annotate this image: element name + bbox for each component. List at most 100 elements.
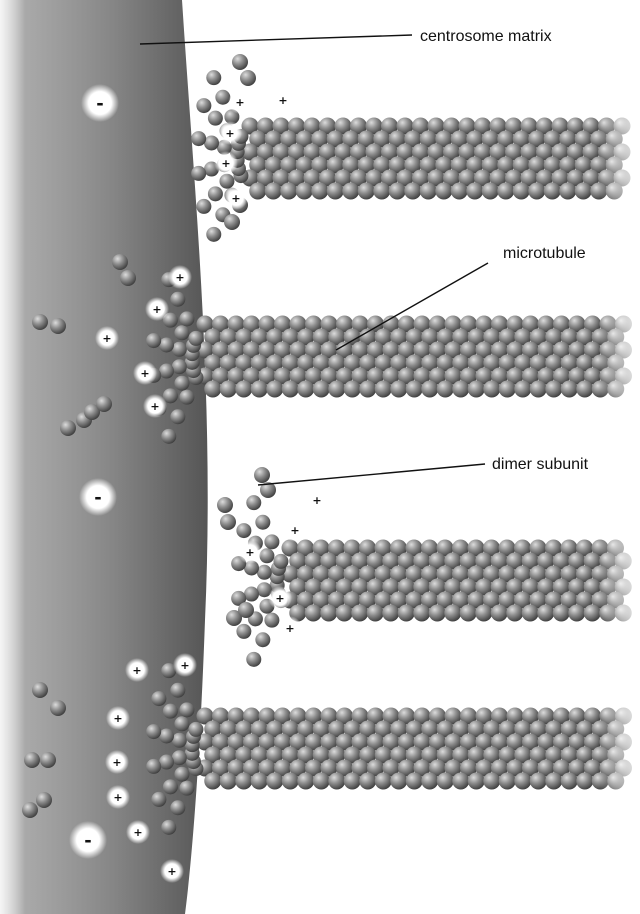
tubulin-subunit [475, 604, 493, 622]
sign-glow [79, 478, 117, 516]
tubulin-subunit [320, 604, 338, 622]
tubulin-subunit [397, 552, 415, 570]
tubulin-subunit [359, 720, 377, 738]
tubulin-subunit [491, 367, 508, 385]
tubulin-subunit [582, 169, 600, 187]
tubulin-subunit [444, 315, 462, 333]
tubulin-subunit [359, 591, 376, 609]
tubulin-subunit [212, 367, 229, 385]
tubulin-subunit [460, 759, 477, 777]
plus-end-sign: + [106, 706, 130, 730]
tubulin-subunit [491, 707, 508, 725]
tubulin-subunit [514, 539, 531, 557]
tubulin-subunit [491, 315, 508, 333]
tubulin-subunit [204, 720, 222, 738]
tubulin-subunit [460, 367, 477, 385]
tubulin-subunit [366, 604, 384, 622]
tubulin-subunit [490, 604, 508, 622]
tubulin-subunit [421, 565, 438, 583]
tubulin-subunit [545, 539, 562, 557]
tubulin-subunit [382, 341, 400, 359]
dimer-subunit [22, 792, 52, 818]
tubulin-subunit [266, 380, 284, 398]
microtubule-leader-line [335, 262, 489, 351]
tubulin-subunit [231, 590, 247, 606]
tubulin-subunit [421, 539, 438, 557]
tubulin-subunit [320, 315, 338, 333]
tubulin-subunit [498, 591, 516, 609]
tubulin-subunit [342, 182, 360, 200]
tubulin-subunit [553, 315, 570, 333]
tubulin-subunit [274, 367, 291, 385]
tubulin-subunit [374, 565, 392, 583]
tubulin-subunit [343, 565, 361, 583]
sign-glow [173, 653, 197, 677]
tubulin-subunit [158, 728, 174, 744]
tubulin-subunit [467, 354, 485, 372]
tubulin-subunit [512, 182, 530, 200]
tubulin-subunit [506, 315, 524, 333]
plus-end-sign-symbol: + [140, 367, 149, 380]
tubulin-subunit [336, 707, 353, 725]
tubulin-subunit [568, 707, 586, 725]
tubulin-subunit [553, 367, 570, 385]
tubulin-subunit [328, 746, 346, 764]
tubulin-subunit [258, 707, 276, 725]
microtubule-label: microtubule [503, 245, 586, 262]
tubulin-subunit [521, 604, 539, 622]
tubulin-subunit [289, 578, 307, 596]
tubulin-subunit [576, 354, 594, 372]
tubulin-subunit [297, 720, 315, 738]
tubulin-subunit [452, 720, 470, 738]
tubulin-subunit [520, 117, 538, 135]
tubulin-subunit [382, 367, 400, 385]
alpha-tubulin [22, 802, 38, 818]
tubulin-subunit [366, 578, 384, 596]
tubulin-subunit [204, 328, 222, 346]
tubulin-subunit [243, 560, 259, 576]
tubulin-subunit [583, 604, 601, 622]
tubulin-subunit [351, 733, 369, 751]
tubulin-subunit [206, 226, 222, 242]
tubulin-subunit [543, 130, 561, 148]
tubulin-subunit [374, 746, 392, 764]
tubulin-subunit [311, 130, 329, 148]
plus-end-sign: + [95, 326, 119, 350]
sign-glow [283, 518, 307, 542]
tubulin-subunit [243, 315, 260, 333]
tubulin-subunit [529, 539, 547, 557]
tubulin-subunit [162, 388, 178, 404]
tubulin-subunit [305, 733, 322, 751]
tubulin-subunit [289, 733, 307, 751]
plus-end-sign: + [143, 394, 167, 418]
sign-glow [214, 151, 238, 175]
tubulin-subunit [514, 746, 532, 764]
tubulin-subunit [574, 156, 592, 174]
plus-end-sign-symbol: + [133, 826, 142, 839]
tubulin-subunit [191, 165, 207, 181]
tubulin-subunit [174, 375, 190, 391]
tubulin-subunit [320, 733, 338, 751]
tubulin-subunit [161, 819, 177, 835]
tubulin-subunit [576, 328, 594, 346]
tubulin-subunit [288, 169, 305, 187]
tubulin-subunit [351, 578, 369, 596]
tubulin-subunit [466, 130, 484, 148]
sign-glow [168, 265, 192, 289]
tubulin-subunit [428, 604, 446, 622]
tubulin-subunit [537, 759, 555, 777]
dimer-subunit-label: dimer subunit [492, 456, 589, 473]
tubulin-subunit [382, 759, 400, 777]
tubulin-subunit [258, 733, 276, 751]
tubulin-subunit [481, 182, 499, 200]
tubulin-subunit [582, 117, 600, 135]
tubulin-subunit [419, 182, 437, 200]
tubulin-subunit [274, 759, 291, 777]
sign-glow [305, 488, 329, 512]
tubulin-subunit [274, 315, 291, 333]
tubulin-subunit [521, 578, 539, 596]
tubulin-subunit [179, 702, 195, 718]
tubulin-subunit [367, 315, 384, 333]
beta-tubulin [224, 214, 240, 230]
